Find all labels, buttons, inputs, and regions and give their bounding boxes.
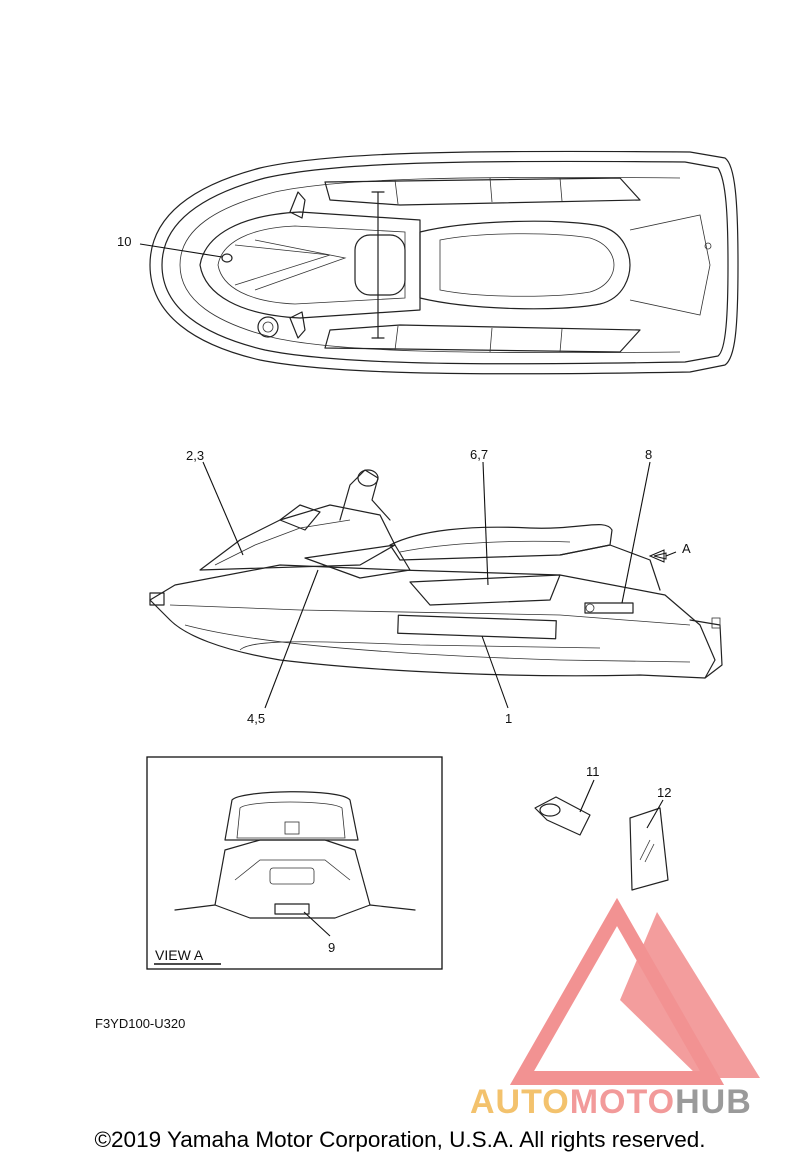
part-12-item bbox=[629, 807, 669, 891]
part-code: F3YD100-U320 bbox=[95, 1016, 186, 1031]
leader-8 bbox=[621, 461, 651, 604]
callout-9: 9 bbox=[328, 940, 335, 955]
callout-4-5: 4,5 bbox=[247, 711, 265, 726]
leader-10 bbox=[139, 243, 223, 258]
callout-1: 1 bbox=[505, 711, 512, 726]
callout-12: 12 bbox=[657, 785, 671, 800]
callout-8: 8 bbox=[645, 447, 652, 462]
callout-2-3: 2,3 bbox=[186, 448, 204, 463]
leader-9 bbox=[303, 911, 331, 937]
leader-11 bbox=[579, 779, 595, 813]
callout-11: 11 bbox=[586, 764, 600, 779]
view-a-frame bbox=[146, 756, 443, 970]
watermark-logo-icon bbox=[509, 897, 760, 1085]
leader-4-5 bbox=[264, 569, 319, 709]
watercraft-top-view bbox=[149, 150, 739, 375]
watercraft-side-view bbox=[149, 469, 723, 679]
callout-10: 10 bbox=[117, 234, 131, 249]
watermark-auto: AUTO bbox=[470, 1083, 570, 1121]
leader-2-3 bbox=[202, 461, 244, 556]
leader-6-7 bbox=[482, 461, 489, 586]
watermark-text: AUTOMOTOHUB bbox=[470, 1083, 752, 1122]
watermark-hub: HUB bbox=[675, 1083, 752, 1121]
view-a-label: VIEW A bbox=[155, 947, 204, 963]
arrow-a bbox=[653, 551, 677, 560]
arrow-a-head bbox=[648, 549, 665, 563]
copyright-notice: ©2019 Yamaha Motor Corporation, U.S.A. A… bbox=[94, 1127, 706, 1152]
leader-12 bbox=[646, 799, 664, 829]
watermark-moto: MOTO bbox=[569, 1083, 676, 1121]
part-11-item bbox=[534, 796, 591, 836]
watercraft-rear-view bbox=[174, 791, 416, 919]
callout-6-7: 6,7 bbox=[470, 447, 488, 462]
callout-a: A bbox=[682, 541, 691, 556]
leader-1 bbox=[481, 635, 509, 709]
